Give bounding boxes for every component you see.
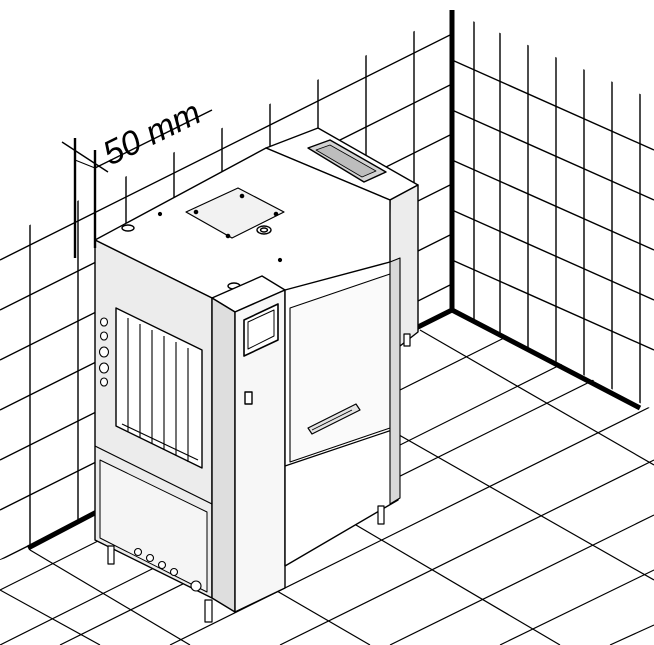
machine-legs [107,333,411,623]
main-switch [244,391,253,405]
side-window-frame [115,307,203,469]
basket-slats [121,318,199,462]
clearance-dimension [61,109,213,258]
front-column-face [234,289,286,613]
top-access-panel [185,187,285,239]
service-connectors [133,547,202,592]
front-unit-side [389,257,401,505]
lower-side-panel [99,459,208,593]
front-column-side [211,297,236,613]
side-control-buttons [98,317,110,387]
right-wall-grid [452,12,654,410]
clearance-label: 50 mm [97,93,207,173]
dishwasher-machine [94,127,419,623]
